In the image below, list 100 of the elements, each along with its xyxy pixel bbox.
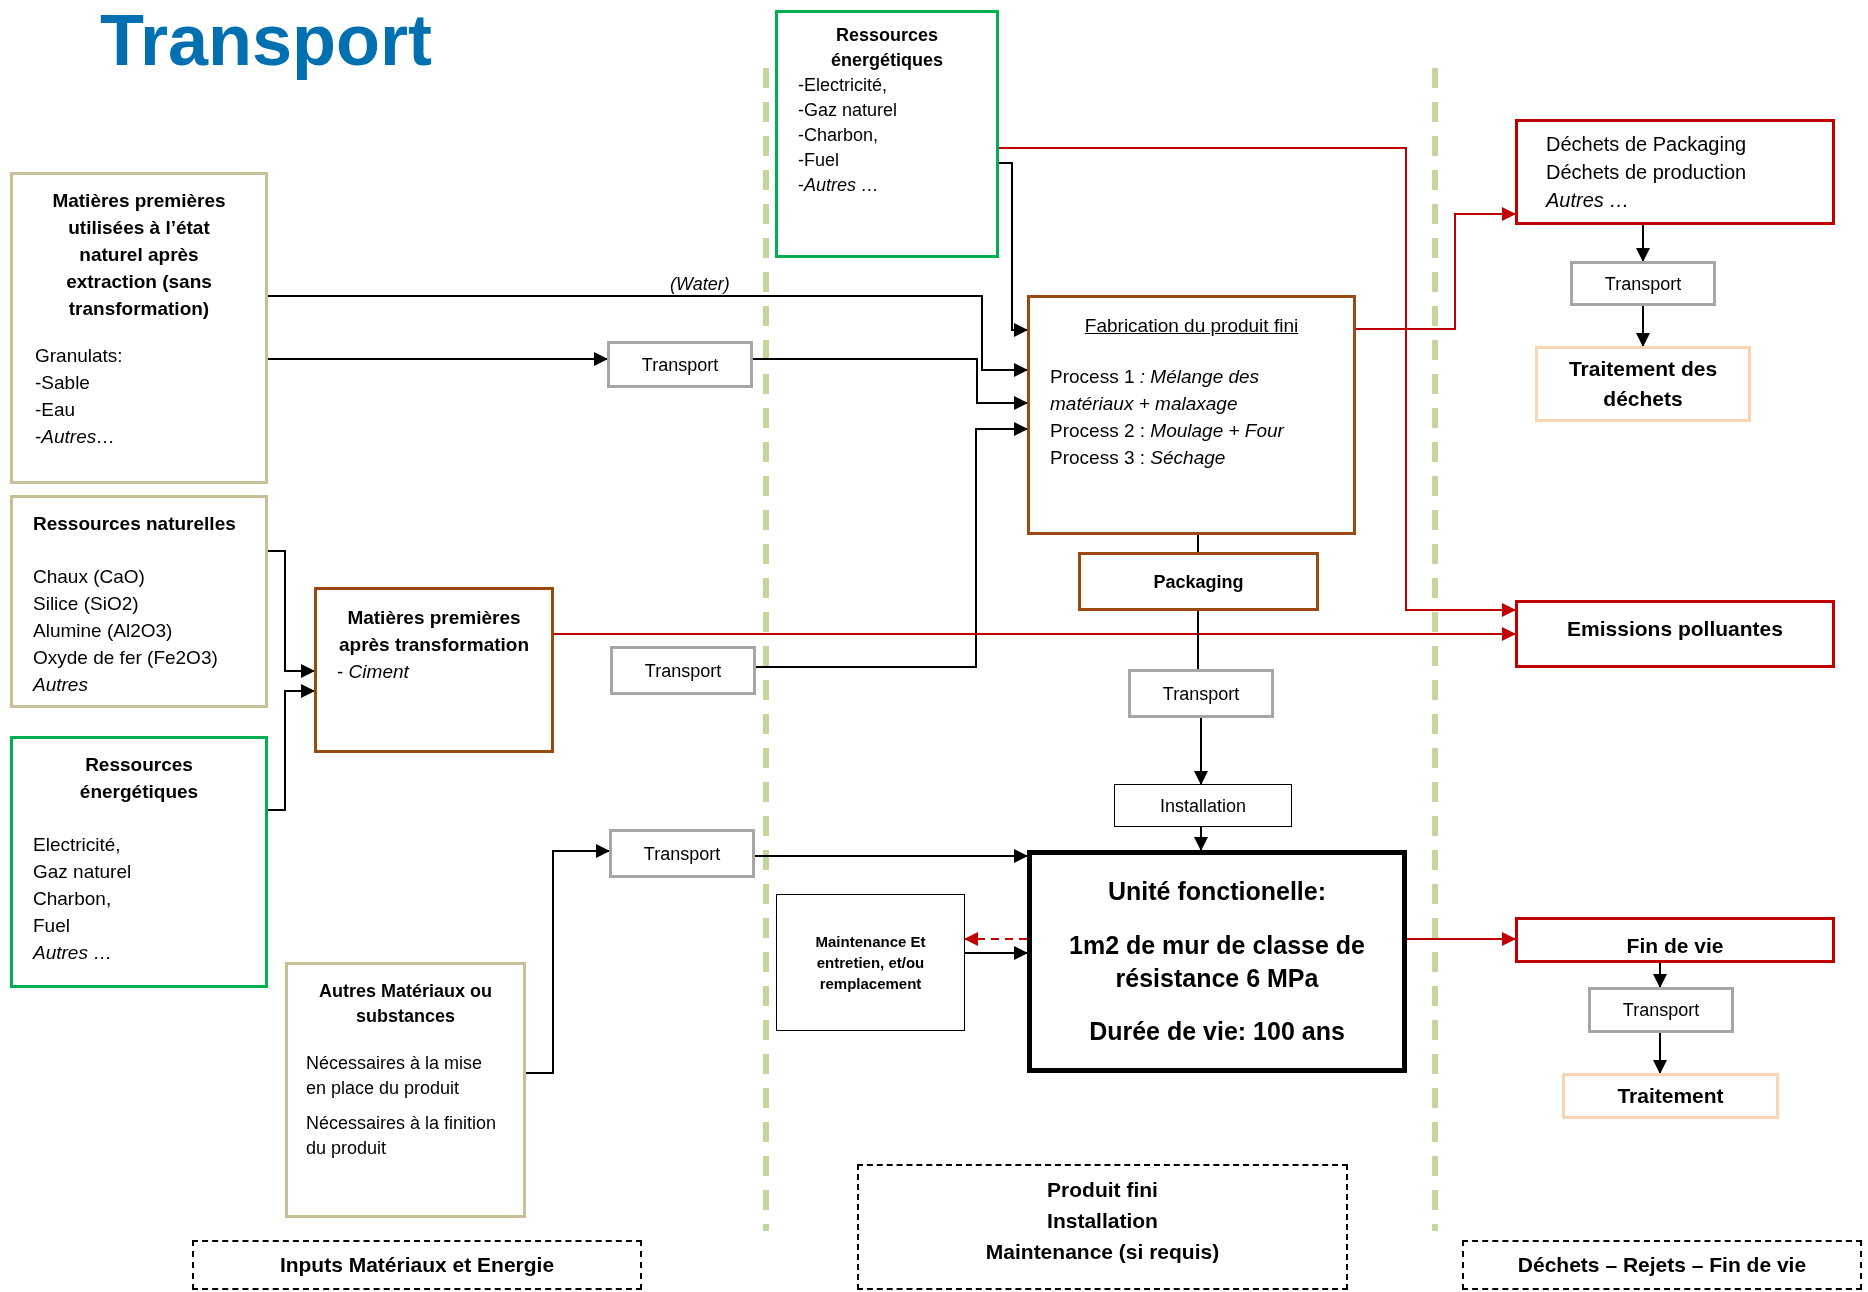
box-text: Packaging (1152, 570, 1245, 594)
box-heading: Ressources naturelles (33, 512, 237, 536)
arrow (267, 684, 315, 811)
treatment-box (1535, 346, 1751, 422)
arrow (267, 550, 315, 678)
box-text: Nécessaires à la mise en place du produit (306, 1052, 484, 1100)
arrow (1636, 305, 1650, 347)
process-box (1027, 295, 1356, 535)
arrow (755, 422, 1028, 668)
box-text: -Sable (35, 371, 91, 395)
box-text: Alumine (Al2O3) (33, 619, 174, 643)
box-heading: Ressources énergétiques (78, 753, 200, 804)
box-heading: Ressources énergétiques (829, 24, 944, 72)
box-text: Chaux (CaO) (33, 565, 146, 589)
box-text: Oxyde de fer (Fe2O3) (33, 646, 219, 670)
section-box (857, 1164, 1348, 1290)
box-text: -Gaz naturel (798, 99, 899, 122)
edge-label: (Water) (668, 274, 732, 294)
box-text: -Autres… (35, 425, 117, 449)
arrow (754, 849, 1028, 863)
title: Transport (100, 0, 433, 80)
box-text: Granulats: (35, 344, 124, 368)
box-text: Gaz naturel (33, 860, 133, 884)
box-heading: Matières premières après transformation (337, 606, 530, 657)
box-text: Transport (1161, 682, 1241, 706)
box-text: Emissions polluantes (1566, 616, 1784, 642)
box-text: Electricité, (33, 833, 122, 857)
box-text: - Ciment (337, 660, 411, 684)
arrow (1636, 224, 1650, 262)
arrow (1653, 962, 1667, 988)
input-box (285, 962, 526, 1218)
box-text: Autres … (33, 941, 114, 965)
arrow (1194, 826, 1208, 851)
box-text: Silice (SiO2) (33, 592, 140, 616)
arrow (752, 358, 1028, 410)
box-text: Process 1 : Mélange des matériaux + malaxage (1050, 365, 1261, 416)
arrow (553, 627, 1516, 641)
section-box (1462, 1240, 1862, 1290)
box-text: -Autres … (798, 174, 881, 197)
box-text: Transport (1621, 999, 1701, 1022)
transport-box (607, 341, 753, 388)
box-text: -Eau (35, 398, 77, 422)
energy-box (775, 10, 999, 258)
box-text: Fuel (33, 914, 71, 938)
arrow (1355, 207, 1516, 330)
box-text: Fin de vie (1625, 933, 1725, 959)
box-heading: Unité fonctionelle: (1106, 876, 1328, 908)
box-text: Nécessaires à la finition du produit (306, 1112, 498, 1160)
input-box (10, 495, 268, 708)
section-box (192, 1240, 642, 1290)
waste-box (1515, 119, 1835, 225)
box-text: Autres (33, 673, 89, 697)
transport-box (1128, 669, 1274, 718)
box-heading: Produit fini (1046, 1177, 1159, 1203)
transport-box (1588, 987, 1734, 1033)
input-box (10, 172, 268, 484)
waste-box (1515, 600, 1835, 668)
box-text: Traitement des déchets (1567, 356, 1719, 412)
arrow (964, 932, 1028, 946)
waste-box (1515, 917, 1835, 963)
box-text: Déchets – Rejets – Fin de vie (1516, 1252, 1808, 1278)
box-text: Déchets de Packaging (1546, 132, 1748, 157)
treatment-box (1562, 1073, 1779, 1119)
box-text: Transport (642, 842, 722, 866)
arrow (1406, 932, 1516, 946)
box-text: -Fuel (798, 149, 840, 172)
box-text: Transport (1603, 272, 1683, 296)
transport-box (1570, 261, 1716, 306)
arrow (1653, 1032, 1667, 1074)
box-text: Charbon, (33, 887, 113, 911)
box-text: Installation (1158, 794, 1248, 818)
box-heading: Matières premières utilisées à l’état naturel après extraction (sans transformation) (51, 189, 227, 321)
box-text: Maintenance (si requis) (984, 1239, 1221, 1265)
arrow (267, 295, 1028, 377)
transport-box (609, 829, 755, 878)
arrow (525, 844, 610, 1074)
box-text: Transport (643, 659, 723, 683)
process-box (1078, 552, 1319, 611)
box-text: Maintenance Et entretien, et/ou remplacement (814, 932, 927, 994)
process-box (314, 587, 554, 753)
box-heading: Fabrication du produit fini (1083, 314, 1300, 338)
box-text: 1m2 de mur de classe de résistance 6 MPa (1068, 929, 1366, 994)
arrow (964, 946, 1028, 960)
box-text: -Charbon, (798, 124, 880, 147)
functional-unit-box (1027, 850, 1407, 1073)
arrow (998, 162, 1028, 337)
box-text: Process 2 : Moulage + Four (1050, 419, 1286, 443)
box-text: -Electricité, (798, 74, 888, 97)
energy-box (10, 736, 268, 988)
box-text: Inputs Matériaux et Energie (278, 1252, 556, 1278)
box-text: Traitement (1616, 1083, 1725, 1109)
box-text: Durée de vie: 100 ans (1088, 1015, 1346, 1047)
box-text: Déchets de production (1546, 160, 1748, 185)
box-text: Autres … (1546, 188, 1631, 213)
box-text: Process 3 : Séchage (1050, 446, 1227, 470)
box-heading: Autres Matériaux ou substances (317, 980, 493, 1028)
process-box (776, 894, 965, 1031)
box-text: Installation (1046, 1208, 1159, 1234)
arrow (1194, 717, 1208, 785)
box-text: Transport (640, 353, 720, 377)
